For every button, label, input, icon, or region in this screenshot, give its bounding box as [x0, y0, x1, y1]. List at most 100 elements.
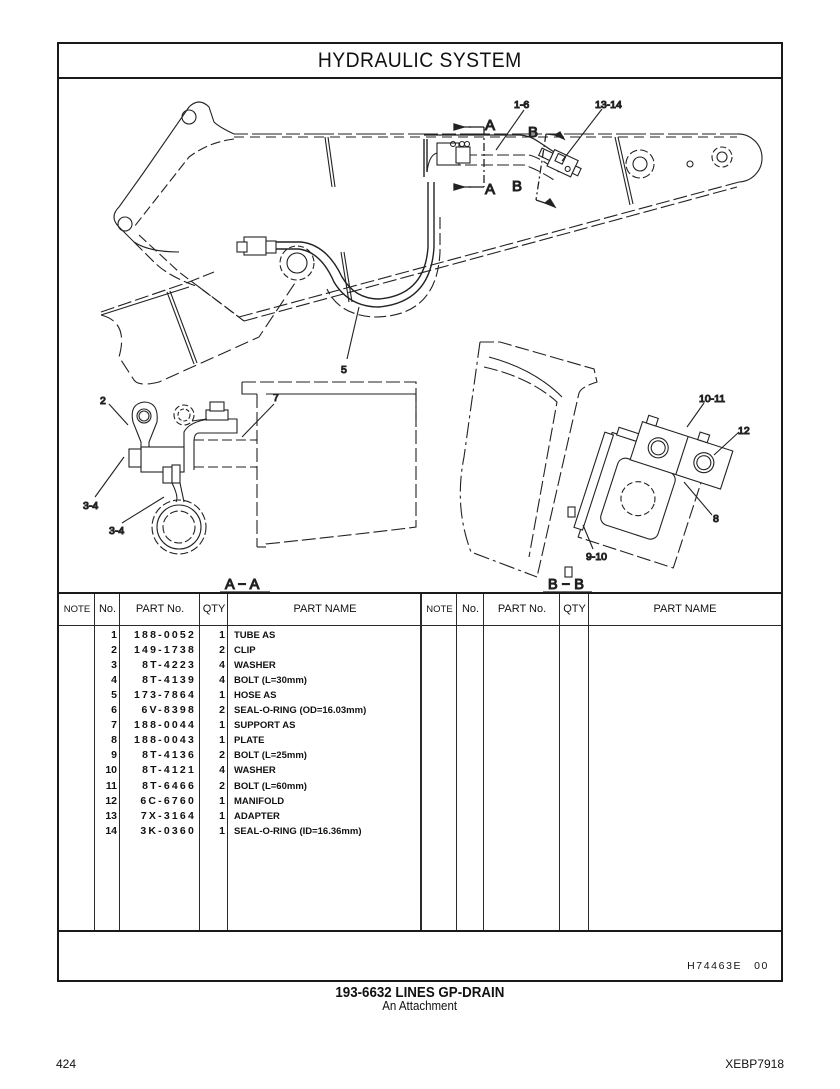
callout-5: 5 — [341, 364, 347, 376]
part-name: HOSE AS — [234, 690, 277, 702]
header-no: No. — [98, 603, 117, 615]
col-note — [59, 594, 95, 930]
part-number: 8T-6466 — [142, 779, 196, 792]
group-title-text: 193-6632 LINES GP-DRAIN — [335, 985, 505, 1001]
section-mark-b-bottom: B — [512, 178, 522, 195]
part-number: 188-0044 — [134, 719, 196, 732]
callout-8: 8 — [713, 513, 719, 525]
callout-13-14: 13-14 — [595, 99, 622, 111]
callout-3-4-upper: 3-4 — [83, 500, 98, 512]
col-no-2 — [59, 594, 484, 930]
item-number: 7 — [111, 719, 117, 732]
leader-2 — [108, 403, 129, 426]
item-number: 11 — [105, 779, 117, 792]
callout-2: 2 — [100, 395, 106, 407]
header-qty-2: QTY — [563, 603, 586, 615]
group-subtitle: An Attachment — [0, 999, 840, 1013]
part-name: PLATE — [234, 735, 265, 747]
drawing-revision: 00 — [754, 960, 769, 972]
item-number: 8 — [111, 734, 117, 747]
parts-table-header: NOTE No. PART No. QTY PART NAME NOTE No.… — [59, 594, 781, 626]
part-name: ADAPTER — [234, 810, 280, 822]
page-title-bar: HYDRAULIC SYSTEM — [59, 44, 781, 79]
item-number: 14 — [105, 824, 117, 837]
callout-10-11: 10-11 — [699, 393, 725, 405]
quantity: 2 — [219, 749, 225, 762]
leader-10-11 — [686, 402, 705, 428]
quantity: 1 — [219, 794, 225, 807]
group-title: 193-6632 LINES GP-DRAIN — [0, 985, 840, 1001]
header-qty: QTY — [202, 603, 226, 615]
quantity: 1 — [219, 719, 225, 732]
col-part-no — [59, 594, 200, 930]
leader-3-4-lower — [121, 496, 165, 524]
part-name: SEAL-O-RING (OD=16.03mm) — [234, 705, 367, 717]
section-title-aa: A − A — [225, 577, 260, 592]
quantity: 2 — [219, 644, 225, 657]
part-number: 149-1738 — [134, 644, 196, 657]
leader-1-6 — [495, 109, 525, 151]
part-number: 8T-4139 — [142, 674, 196, 687]
callout-7: 7 — [273, 392, 279, 404]
section-cut-a — [453, 123, 485, 191]
quantity: 2 — [219, 779, 225, 792]
item-number: 5 — [111, 689, 117, 702]
item-number: 12 — [105, 794, 117, 807]
header-part-name-2: PART NAME — [653, 603, 717, 615]
item-number: 6 — [111, 704, 117, 717]
header-part-name: PART NAME — [293, 603, 357, 615]
part-name: BOLT (L=25mm) — [234, 750, 307, 762]
col-note-2 — [59, 594, 457, 930]
part-number: 188-0052 — [134, 629, 196, 641]
part-number: 8T-4136 — [142, 749, 196, 762]
col-qty — [59, 594, 228, 930]
leader-8 — [683, 481, 713, 516]
quantity: 4 — [219, 674, 225, 687]
quantity: 2 — [219, 704, 225, 717]
section-bb-illustration — [459, 341, 734, 578]
section-title-bb: B − B — [548, 577, 584, 592]
part-name: SUPPORT AS — [234, 720, 296, 732]
item-number: 4 — [111, 674, 117, 687]
header-note-2: NOTE — [426, 604, 453, 615]
quantity: 1 — [219, 809, 225, 822]
header-note: NOTE — [63, 604, 91, 615]
col-part-no-2 — [59, 594, 560, 930]
part-name: BOLT (L=30mm) — [234, 675, 307, 687]
callout-12: 12 — [738, 425, 750, 437]
col-no — [59, 594, 120, 930]
part-name: SEAL-O-RING (ID=16.36mm) — [234, 825, 362, 837]
quantity: 1 — [219, 629, 225, 641]
quantity: 1 — [219, 824, 225, 837]
part-name: TUBE AS — [234, 630, 276, 641]
item-number: 9 — [111, 749, 117, 762]
callout-3-4-lower: 3-4 — [109, 525, 124, 537]
leader-12 — [713, 431, 740, 456]
quantity: 4 — [219, 659, 225, 672]
col-part-name — [59, 594, 422, 930]
callout-1-6: 1-6 — [514, 99, 529, 111]
item-number: 3 — [111, 659, 117, 672]
header-no-2: No. — [461, 603, 480, 615]
part-number: 8T-4223 — [142, 659, 196, 672]
document-code: XEBP7918 — [725, 1057, 784, 1071]
parts-page-frame: HYDRAULIC SYSTEM — [57, 42, 783, 982]
part-name: WASHER — [234, 660, 276, 672]
parts-table: NOTE No. PART No. QTY PART NAME NOTE No.… — [59, 592, 781, 932]
item-number: 13 — [105, 809, 117, 822]
leader-7 — [241, 403, 275, 438]
part-name: WASHER — [234, 765, 276, 777]
drawing-ref-number: H74463E — [687, 960, 743, 972]
leader-5 — [346, 306, 360, 360]
quantity: 1 — [219, 734, 225, 747]
drawing-reference: H74463E 00 — [687, 960, 769, 972]
exploded-diagram: A A B B 1-6 13-14 5 — [59, 77, 781, 592]
part-number: 6C-6760 — [140, 794, 196, 807]
section-mark-b-top: B — [528, 124, 538, 141]
quantity: 1 — [219, 689, 225, 702]
group-subtitle-text: An Attachment — [382, 999, 458, 1013]
header-part-no-2: PART No. — [497, 603, 547, 615]
section-mark-a-top: A — [485, 117, 495, 134]
item-number: 2 — [111, 644, 117, 657]
part-number: 8T-4121 — [142, 764, 196, 777]
